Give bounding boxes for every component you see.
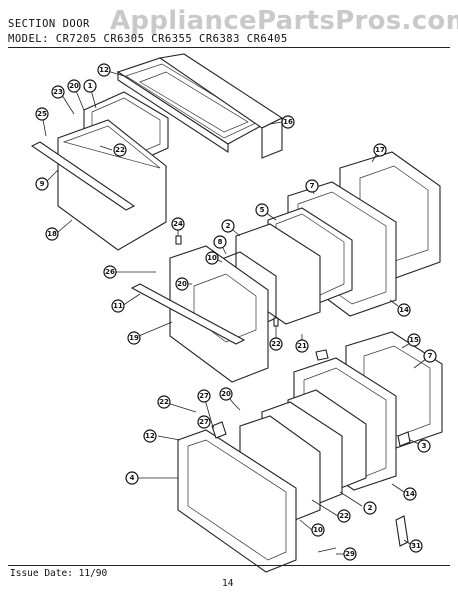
header-rule bbox=[8, 47, 450, 48]
svg-text:12: 12 bbox=[99, 66, 109, 74]
callout-27: 26 bbox=[103, 265, 117, 279]
callout-15: 15 bbox=[407, 333, 421, 347]
svg-text:12: 12 bbox=[145, 432, 155, 440]
svg-text:23: 23 bbox=[53, 88, 63, 96]
clip-23-mid bbox=[273, 317, 279, 327]
svg-text:2: 2 bbox=[226, 222, 231, 230]
svg-text:18: 18 bbox=[47, 230, 57, 238]
inner-door-panel bbox=[158, 53, 284, 159]
callout-21-mid: 20 bbox=[175, 277, 189, 291]
svg-text:9: 9 bbox=[40, 180, 45, 188]
callout-20: 21 bbox=[295, 339, 309, 353]
callout-10: 9 bbox=[35, 177, 49, 191]
callout-19: 19 bbox=[127, 331, 141, 345]
svg-text:14: 14 bbox=[405, 490, 415, 498]
callout-1: 1 bbox=[83, 79, 97, 93]
section-title: SECTION DOOR bbox=[8, 18, 90, 30]
hinge-31 bbox=[395, 515, 409, 547]
svg-text:7: 7 bbox=[310, 182, 315, 190]
svg-text:31: 31 bbox=[411, 542, 421, 550]
svg-text:7: 7 bbox=[428, 352, 433, 360]
svg-text:22: 22 bbox=[271, 340, 281, 348]
svg-text:20: 20 bbox=[177, 280, 187, 288]
svg-text:5: 5 bbox=[260, 206, 265, 214]
callout-9-bottom: 10 bbox=[311, 523, 325, 537]
small-part-25 bbox=[175, 235, 182, 245]
callout-28: 27 bbox=[197, 389, 211, 403]
callout-2-bottom: 2 bbox=[363, 501, 377, 515]
callout-23-mid: 22 bbox=[269, 337, 283, 351]
callout-3: 3 bbox=[417, 439, 431, 453]
door-handle-top bbox=[30, 141, 136, 211]
callout-13: 12 bbox=[97, 63, 111, 77]
callout-21-top: 20 bbox=[67, 79, 81, 93]
svg-text:26: 26 bbox=[105, 268, 115, 276]
svg-text:15: 15 bbox=[409, 336, 419, 344]
svg-text:27: 27 bbox=[199, 392, 209, 400]
svg-text:1: 1 bbox=[88, 82, 93, 90]
callout-23-bottom: 22 bbox=[337, 509, 351, 523]
svg-text:2: 2 bbox=[368, 504, 373, 512]
callout-9-mid: 10 bbox=[205, 251, 219, 265]
svg-text:22: 22 bbox=[339, 512, 349, 520]
bracket-mid bbox=[315, 349, 329, 361]
callout-7-bottom: 7 bbox=[423, 349, 437, 363]
callout-31: 31 bbox=[409, 539, 423, 553]
callout-21-bottom: 20 bbox=[219, 387, 233, 401]
svg-text:20: 20 bbox=[69, 82, 79, 90]
watermark: AppliancePartsPros.com bbox=[110, 6, 458, 36]
footer-rule bbox=[8, 565, 450, 566]
screw-21-bottom bbox=[233, 403, 241, 411]
svg-text:8: 8 bbox=[218, 238, 223, 246]
callout-26: 25 bbox=[35, 107, 49, 121]
callout-18: 18 bbox=[45, 227, 59, 241]
svg-text:3: 3 bbox=[422, 442, 427, 450]
screw-30 bbox=[317, 547, 337, 553]
callout-16-top: 16 bbox=[281, 115, 295, 129]
issue-date: Issue Date: 11/90 bbox=[10, 568, 108, 579]
bracket-3 bbox=[397, 431, 411, 447]
svg-text:4: 4 bbox=[130, 474, 135, 482]
svg-text:19: 19 bbox=[129, 334, 139, 342]
callout-2-mid: 2 bbox=[221, 219, 235, 233]
callout-30: 29 bbox=[343, 547, 357, 561]
svg-text:10: 10 bbox=[313, 526, 323, 534]
page-number: 14 bbox=[222, 578, 234, 589]
hinge-bracket-29 bbox=[211, 421, 227, 439]
callout-22: 22 bbox=[157, 395, 171, 409]
callout-5: 5 bbox=[255, 203, 269, 217]
svg-text:11: 11 bbox=[113, 302, 123, 310]
callout-14-mid: 14 bbox=[397, 303, 411, 317]
callout-4: 4 bbox=[125, 471, 139, 485]
svg-text:21: 21 bbox=[297, 342, 307, 350]
model-list: MODEL: CR7205 CR6305 CR6355 CR6383 CR640… bbox=[8, 33, 288, 45]
svg-text:10: 10 bbox=[207, 254, 217, 262]
svg-text:22: 22 bbox=[159, 398, 169, 406]
callout-24: 23 bbox=[51, 85, 65, 99]
svg-text:27: 27 bbox=[199, 418, 209, 426]
svg-text:17: 17 bbox=[375, 146, 385, 154]
front-door-frame-4 bbox=[177, 429, 297, 573]
front-door-top bbox=[57, 119, 167, 251]
svg-text:20: 20 bbox=[221, 390, 231, 398]
svg-text:14: 14 bbox=[399, 306, 409, 314]
callout-17: 17 bbox=[373, 143, 387, 157]
callout-14-bottom: 14 bbox=[403, 487, 417, 501]
callout-8: 8 bbox=[213, 235, 227, 249]
door-handle-mid bbox=[130, 283, 246, 345]
svg-text:16: 16 bbox=[283, 118, 293, 126]
callout-25: 24 bbox=[171, 217, 185, 231]
svg-text:25: 25 bbox=[37, 110, 47, 118]
callout-12: 12 bbox=[143, 429, 157, 443]
svg-text:22: 22 bbox=[115, 146, 125, 154]
callout-11: 11 bbox=[111, 299, 125, 313]
callout-7-mid: 7 bbox=[305, 179, 319, 193]
callout-23-top: 22 bbox=[113, 143, 127, 157]
svg-text:29: 29 bbox=[345, 550, 355, 558]
callout-29: 27 bbox=[197, 415, 211, 429]
svg-text:24: 24 bbox=[173, 220, 183, 228]
